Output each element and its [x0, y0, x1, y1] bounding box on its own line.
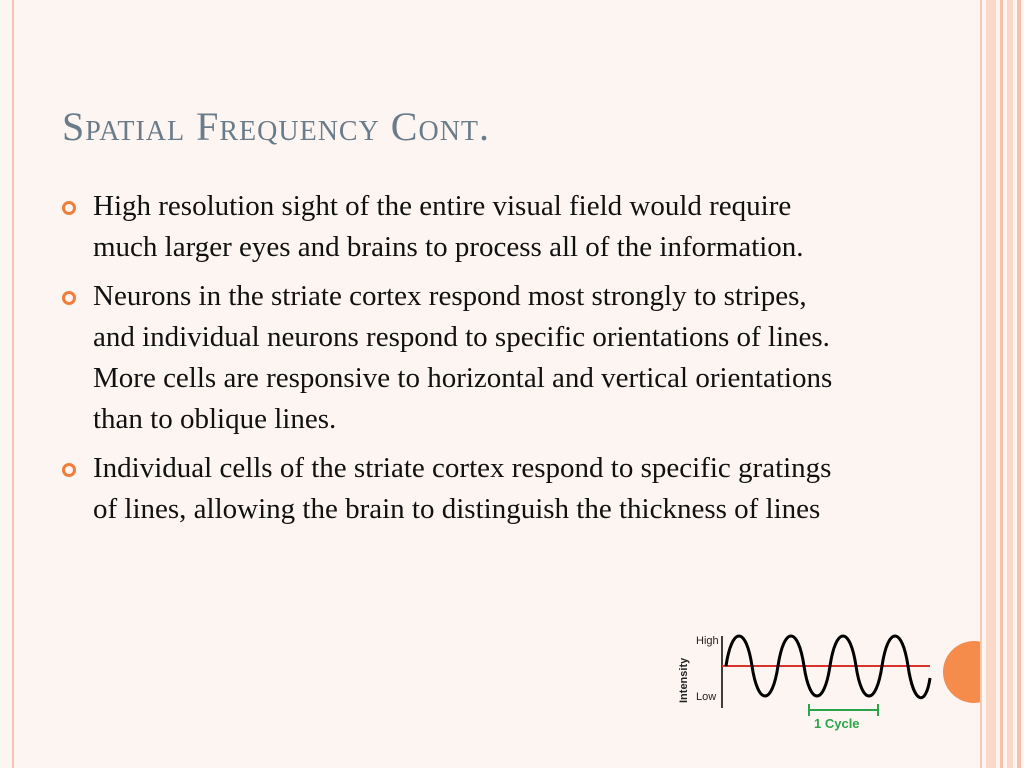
bullet-text: High resolution sight of the entire visu… — [93, 190, 804, 263]
right-stripe — [1000, 0, 1003, 768]
high-label: High — [696, 635, 719, 647]
sine-wave-path — [724, 634, 932, 700]
bullet-text: Individual cells of the striate cortex r… — [93, 452, 832, 525]
bullet-list: High resolution sight of the entire visu… — [62, 186, 842, 538]
bullet-item: Individual cells of the striate cortex r… — [62, 448, 842, 530]
sine-wave-figure: High Low Intensity 1 Cycle — [674, 628, 934, 733]
right-stripe — [1007, 0, 1013, 768]
right-stripe — [1017, 0, 1021, 768]
bullet-circle-icon — [62, 291, 76, 305]
bullet-item: Neurons in the striate cortex respond mo… — [62, 276, 842, 440]
cycle-label: 1 Cycle — [814, 716, 860, 731]
slide-title: Spatial Frequency Cont. — [62, 104, 491, 149]
bullet-circle-icon — [62, 201, 76, 215]
right-stripe — [980, 0, 982, 768]
bullet-item: High resolution sight of the entire visu… — [62, 186, 842, 268]
intensity-axis-label: Intensity — [678, 657, 690, 703]
right-stripe — [986, 0, 996, 768]
bullet-circle-icon — [62, 463, 76, 477]
bullet-text: Neurons in the striate cortex respond mo… — [93, 280, 833, 435]
low-label: Low — [696, 691, 716, 703]
left-border-line — [12, 0, 14, 768]
decorative-orange-half-circle — [943, 641, 980, 703]
sine-wave-diagram: High Low Intensity 1 Cycle — [678, 634, 932, 731]
